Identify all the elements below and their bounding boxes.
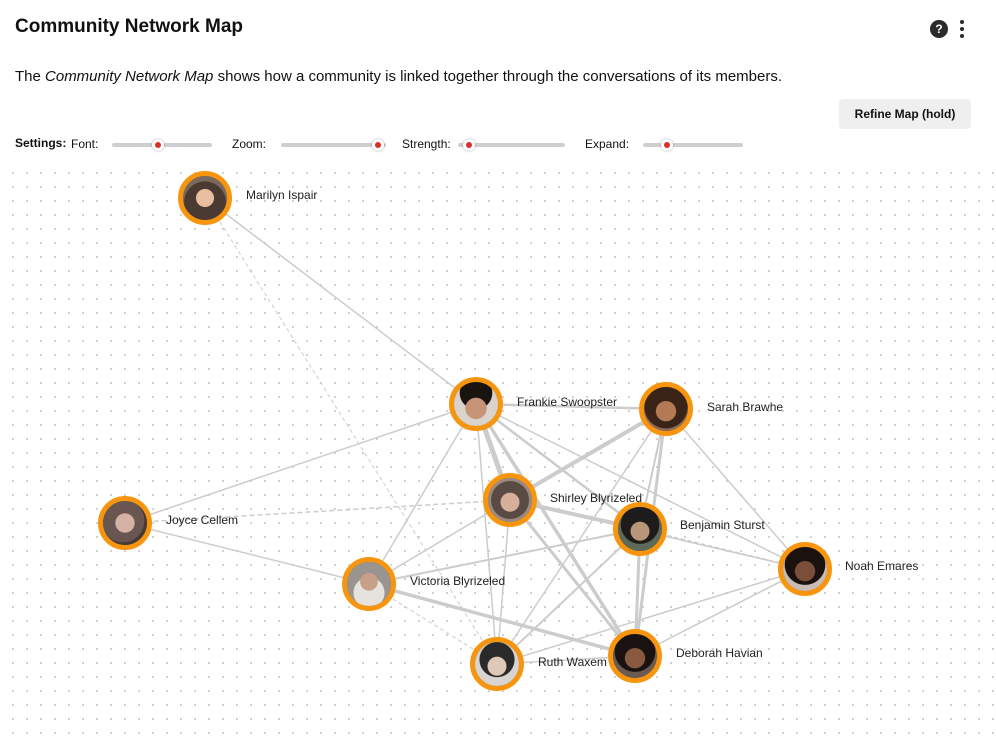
edge [475, 403, 498, 665]
strength-slider[interactable] [458, 139, 565, 151]
edge [475, 403, 806, 570]
node-label-benjamin: Benjamin Sturst [680, 518, 765, 532]
edge [124, 522, 370, 585]
node-label-ruth: Ruth Waxem [538, 655, 607, 669]
edge [496, 528, 641, 665]
edge [496, 568, 806, 665]
strength-slider-label: Strength: [402, 137, 451, 151]
node-label-victoria: Victoria Blyrizeled [410, 574, 506, 588]
node-label-sarah: Sarah Brawhe [707, 400, 784, 414]
settings-label: Settings: [15, 136, 67, 150]
node-avatar-deborah[interactable] [608, 629, 662, 683]
font-slider-label: Font: [71, 137, 99, 151]
edge [474, 403, 637, 657]
header-actions: ? [930, 18, 968, 40]
description-suffix: shows how a community is linked together… [213, 68, 783, 85]
description: The Community Network Map shows how a co… [15, 68, 782, 85]
strength-slider-knob[interactable] [462, 139, 475, 151]
edge [639, 528, 806, 570]
edge [204, 197, 498, 665]
node-label-shirley: Shirley Blyrizeled [550, 491, 643, 505]
node-avatar-joyce[interactable] [98, 496, 152, 550]
node-label-deborah: Deborah Havian [676, 646, 763, 660]
zoom-slider[interactable] [281, 139, 386, 151]
edge [475, 402, 667, 411]
edge [368, 403, 477, 585]
node-avatar-noah[interactable] [778, 542, 832, 596]
edge [204, 197, 477, 405]
node-avatar-frankie[interactable] [449, 377, 503, 431]
edge [124, 403, 477, 524]
refine-map-button[interactable]: Refine Map (hold) [839, 99, 971, 129]
expand-slider-label: Expand: [585, 137, 630, 151]
edge [496, 499, 511, 665]
expand-slider[interactable] [643, 139, 743, 151]
node-avatar-victoria[interactable] [342, 557, 396, 611]
font-slider-knob[interactable] [151, 139, 164, 151]
font-slider[interactable] [112, 139, 212, 151]
expand-slider-knob[interactable] [660, 139, 673, 151]
zoom-slider-knob[interactable] [372, 139, 385, 151]
node-avatar-shirley[interactable] [483, 473, 537, 527]
description-emphasis: Community Network Map [45, 68, 214, 85]
node-label-noah: Noah Emares [845, 559, 919, 573]
node-label-frankie: Frankie Swoopster [517, 395, 618, 409]
kebab-menu-icon[interactable] [956, 18, 968, 40]
edge [368, 528, 641, 585]
node-label-joyce: Joyce Cellem [166, 513, 239, 527]
edge [124, 499, 511, 524]
node-label-marilyn: Marilyn Ispair [246, 188, 318, 202]
edge [368, 582, 636, 658]
edge [508, 499, 637, 657]
edge [475, 403, 641, 530]
edge [634, 568, 806, 657]
question-circle-icon[interactable]: ? [930, 20, 948, 38]
network-canvas[interactable]: Marilyn Ispair Frankie Swoopster Sarah B… [0, 160, 996, 742]
edge [496, 408, 667, 665]
node-avatar-sarah[interactable] [639, 382, 693, 436]
node-avatar-ruth[interactable] [470, 637, 524, 691]
node-avatar-benjamin[interactable] [613, 502, 667, 556]
edge [665, 408, 806, 570]
edge [508, 407, 668, 502]
zoom-slider-label: Zoom: [232, 137, 267, 151]
page-title: Community Network Map [15, 16, 244, 37]
description-prefix: The [15, 68, 46, 85]
node-avatar-marilyn[interactable] [178, 171, 232, 225]
